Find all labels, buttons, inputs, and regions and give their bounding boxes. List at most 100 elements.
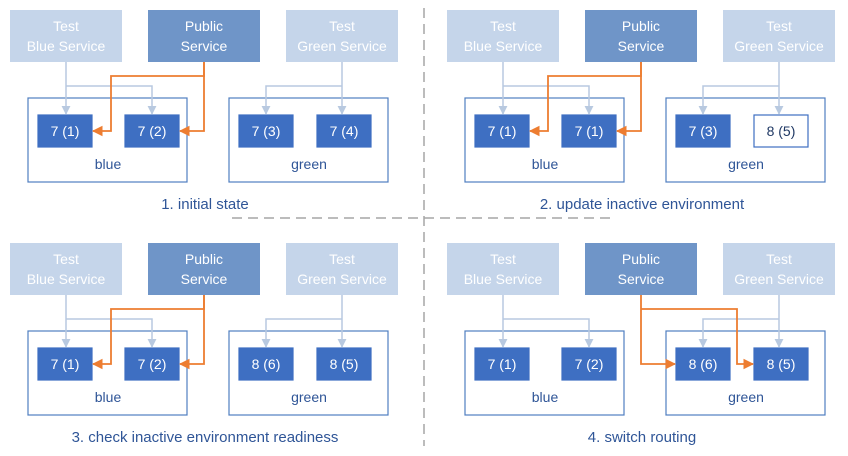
blue-environment-label: blue: [532, 156, 559, 172]
test-blue-service-label-line2: Blue Service: [27, 38, 106, 54]
public-route-2: [178, 62, 205, 137]
public-service-label-line2: Service: [618, 38, 665, 54]
test-green-service-label-line1: Test: [766, 18, 792, 34]
test-blue-service-box: [447, 10, 559, 62]
test-green-route-2: [261, 85, 342, 115]
test-green-service-label-line1: Test: [766, 251, 792, 267]
pod-label: 7 (1): [488, 356, 517, 372]
public-service-label-line2: Service: [181, 271, 228, 287]
pod: 7 (1): [37, 114, 93, 148]
pod-label: 7 (1): [575, 123, 604, 139]
test-blue-service-label-line1: Test: [490, 18, 516, 34]
pod-box: [238, 347, 294, 381]
public-route-2: [615, 62, 642, 137]
blue-environment: 7 (1) 7 (2)blue: [27, 330, 188, 416]
pod-label: 7 (2): [138, 123, 167, 139]
pod-label: 7 (1): [488, 123, 517, 139]
pod-box: [675, 114, 731, 148]
pod: 7 (4): [316, 114, 372, 148]
test-blue-route-2: [503, 85, 594, 115]
test-blue-service-box: [10, 243, 122, 295]
green-environment: 7 (3)7 (4)green: [228, 97, 389, 183]
pod: 7 (2): [561, 347, 617, 381]
green-environment: 7 (3)8 (5)green: [665, 97, 826, 183]
pod-label: 8 (5): [767, 356, 796, 372]
pod: 7 (1): [474, 114, 530, 148]
test-blue-route-2: [503, 318, 594, 348]
test-green-service-label-line2: Green Service: [734, 271, 824, 287]
test-blue-service-label-line2: Blue Service: [27, 271, 106, 287]
test-blue-service-label-line1: Test: [53, 18, 79, 34]
panel-caption: 2. update inactive environment: [540, 196, 745, 213]
pod-box: [316, 347, 372, 381]
test-green-service-label-line1: Test: [329, 18, 355, 34]
test-green-service-label-line1: Test: [329, 251, 355, 267]
test-blue-service-label-line1: Test: [490, 251, 516, 267]
green-environment-label: green: [291, 389, 327, 405]
pod: 7 (1): [561, 114, 617, 148]
pod-label: 8 (6): [689, 356, 718, 372]
pod: 8 (6): [238, 347, 294, 381]
public-service-label-line2: Service: [181, 38, 228, 54]
pod-label: 8 (6): [252, 356, 281, 372]
test-blue-service-label-line2: Blue Service: [464, 271, 543, 287]
public-service-box: [585, 243, 697, 295]
public-route-2: [178, 295, 205, 370]
pod-label: 8 (5): [767, 123, 796, 139]
pod: 7 (2): [124, 347, 180, 381]
pod: 7 (1): [474, 347, 530, 381]
public-service-box: [148, 10, 260, 62]
blue-environment-label: blue: [95, 389, 122, 405]
blue-environment: 7 (1) 7 (2) blue: [27, 97, 188, 183]
green-environment: 8 (6)8 (5)green: [228, 330, 389, 416]
blue-environment: 7 (1) 7 (2) blue: [464, 330, 625, 416]
blue-environment-label: blue: [532, 389, 559, 405]
pod-box: [561, 347, 617, 381]
pod-label: 7 (3): [689, 123, 718, 139]
pod-box: [675, 347, 731, 381]
public-service-label-line1: Public: [185, 18, 223, 34]
public-service-label-line1: Public: [185, 251, 223, 267]
test-green-service-label-line2: Green Service: [297, 271, 387, 287]
pod-box: [753, 114, 809, 148]
test-blue-service-label-line1: Test: [53, 251, 79, 267]
test-green-route-2: [698, 85, 779, 115]
test-blue-service-box: [447, 243, 559, 295]
pod-box: [561, 114, 617, 148]
pod-label: 7 (2): [575, 356, 604, 372]
test-blue-service-box: [10, 10, 122, 62]
test-green-service-box: [723, 10, 835, 62]
public-service-label-line2: Service: [618, 271, 665, 287]
pod-box: [37, 347, 93, 381]
green-environment: 8 (6) 8 (5) green: [665, 330, 826, 416]
pod-box: [474, 114, 530, 148]
public-service-label-line1: Public: [622, 18, 660, 34]
pod: 7 (1): [37, 347, 93, 381]
pod-box: [124, 114, 180, 148]
test-green-route-2: [261, 318, 342, 348]
green-environment-label: green: [728, 389, 764, 405]
test-green-service-box: [286, 243, 398, 295]
test-green-service-box: [723, 243, 835, 295]
panel-caption: 1. initial state: [161, 196, 249, 213]
blue-environment-label: blue: [95, 156, 122, 172]
test-blue-route-2: [66, 85, 157, 115]
pod: 7 (2): [124, 114, 180, 148]
blue-environment: 7 (1) 7 (1) blue: [464, 97, 625, 183]
public-route-2: [641, 308, 755, 370]
public-service-box: [585, 10, 697, 62]
